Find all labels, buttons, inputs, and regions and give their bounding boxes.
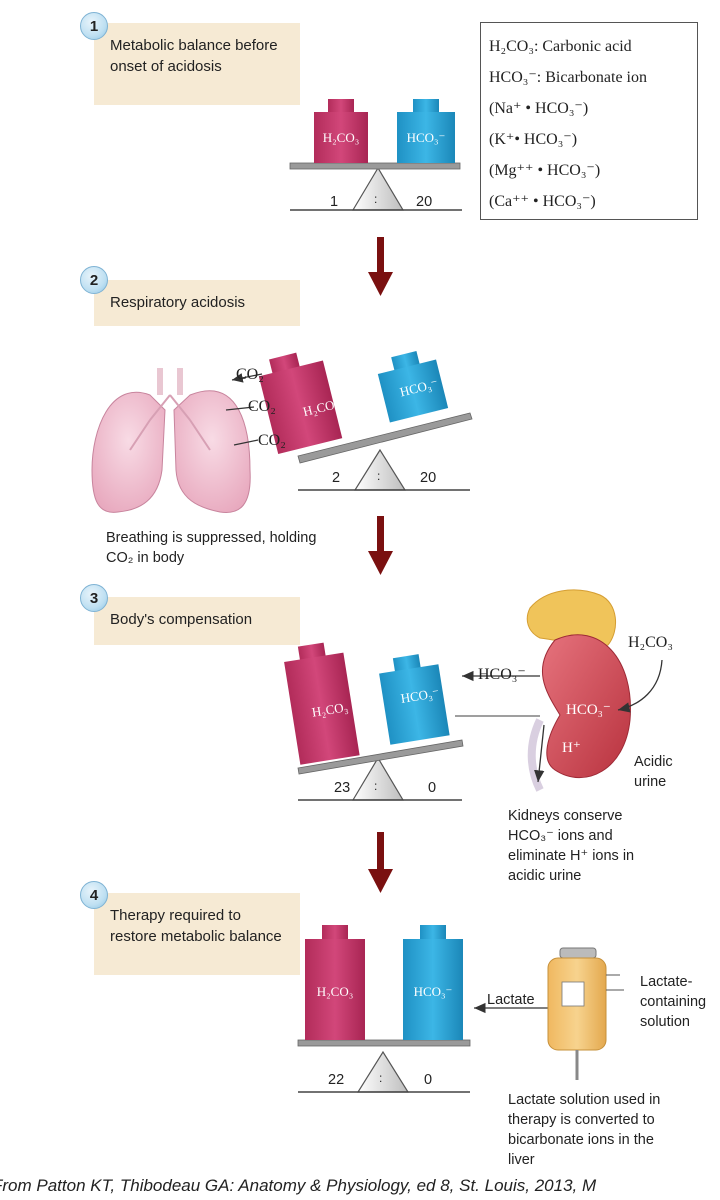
hco3-out-label: HCO₃⁻ bbox=[478, 666, 526, 683]
lactate-label: Lactate bbox=[487, 992, 535, 1008]
beam bbox=[297, 1039, 471, 1047]
therapy-caption: Lactate solution used in therapy is conv… bbox=[508, 1092, 661, 1168]
step-4-badge: 4 bbox=[80, 881, 108, 909]
step-text: Metabolic balance before onset of acidos… bbox=[110, 37, 278, 75]
co2-label: CO₂ bbox=[258, 432, 286, 449]
step-text: Therapy required to restore metabolic ba… bbox=[110, 907, 282, 945]
weight-acid bbox=[305, 925, 365, 1040]
scale-step-3 bbox=[284, 642, 540, 801]
legend-box: H₂CO₃: Carbonic acid HCO₃⁻: Bicarbonate … bbox=[480, 22, 698, 220]
fulcrum-symbol: : bbox=[374, 779, 378, 793]
weight-acid-label: H₂CO₃ bbox=[322, 130, 360, 145]
scale-step-4 bbox=[297, 925, 551, 1093]
fulcrum bbox=[351, 756, 405, 801]
weight-acid-label: H₂CO₃ bbox=[316, 984, 354, 999]
weight-base bbox=[379, 654, 450, 745]
step-4-box: Therapy required to restore metabolic ba… bbox=[94, 893, 300, 975]
step-text: Body's compensation bbox=[110, 611, 253, 628]
weight-acid bbox=[258, 352, 343, 455]
legend-item: (Na⁺ • HCO₃⁻) bbox=[489, 100, 589, 117]
co2-label: CO₂ bbox=[248, 398, 276, 415]
weight-base bbox=[397, 99, 455, 163]
bag-label: Lactate-containing solution bbox=[640, 974, 707, 1030]
down-arrow-3 bbox=[368, 832, 393, 893]
h2co3-in-label: H₂CO₃ bbox=[628, 634, 673, 651]
scale-left-value: 1 bbox=[330, 194, 339, 210]
weight-base-label: HCO₃⁻ bbox=[406, 130, 446, 145]
scale-right-value: 0 bbox=[428, 780, 437, 796]
legend-item: (Mg⁺⁺ • HCO₃⁻) bbox=[489, 162, 601, 179]
kidney-caption: Kidneys conserve HCO₃⁻ ions and eliminat… bbox=[508, 808, 635, 884]
weight-acid bbox=[284, 642, 360, 765]
scale-step-1 bbox=[289, 99, 462, 211]
step-2-badge: 2 bbox=[80, 266, 108, 294]
step-text: Respiratory acidosis bbox=[110, 294, 246, 311]
beam bbox=[297, 412, 473, 464]
weight-acid bbox=[314, 99, 368, 163]
co2-label: CO₂ bbox=[236, 366, 264, 383]
step-3-badge: 3 bbox=[80, 584, 108, 612]
legend-item: H₂CO₃: Carbonic acid bbox=[489, 38, 632, 55]
hco3-inner-label: HCO₃⁻ bbox=[566, 702, 611, 718]
beam bbox=[297, 739, 464, 775]
scale-left-value: 22 bbox=[328, 1072, 345, 1088]
fulcrum-symbol: : bbox=[374, 192, 378, 206]
lungs-illustration bbox=[91, 368, 263, 514]
scale-left-value: 2 bbox=[332, 470, 341, 486]
fulcrum bbox=[356, 1050, 410, 1093]
step-2-box: Respiratory acidosis bbox=[94, 280, 300, 326]
step-3-box: Body's compensation bbox=[94, 597, 300, 645]
iv-bag-illustration bbox=[547, 947, 624, 1080]
urine-label: Acidic urine bbox=[634, 754, 673, 790]
kidney-illustration bbox=[526, 589, 663, 792]
fulcrum-symbol: : bbox=[377, 469, 381, 483]
down-arrow-1 bbox=[368, 237, 393, 296]
legend-item: HCO₃⁻: Bicarbonate ion bbox=[489, 69, 647, 86]
source-citation: From Patton KT, Thibodeau GA: Anatomy & … bbox=[0, 1176, 597, 1195]
legend-item: (Ca⁺⁺ • HCO₃⁻) bbox=[489, 193, 596, 210]
step-1-badge: 1 bbox=[80, 12, 108, 40]
scale-left-value: 23 bbox=[334, 780, 351, 796]
step-1-box: Metabolic balance before onset of acidos… bbox=[94, 23, 300, 105]
scale-right-value: 20 bbox=[416, 194, 433, 210]
scale-right-value: 0 bbox=[424, 1072, 433, 1088]
down-arrow-2 bbox=[368, 516, 393, 575]
weight-base-label: HCO₃⁻ bbox=[413, 984, 453, 999]
weight-base bbox=[403, 925, 463, 1040]
scale-right-value: 20 bbox=[420, 470, 437, 486]
lungs-caption: Breathing is suppressed, holding CO₂ in … bbox=[106, 530, 317, 566]
beam bbox=[289, 162, 461, 170]
weight-base bbox=[377, 350, 449, 423]
legend-item: (K⁺• HCO₃⁻) bbox=[489, 131, 578, 148]
scale-step-2 bbox=[258, 350, 473, 491]
h-ion-label: H⁺ bbox=[562, 740, 581, 756]
fulcrum bbox=[351, 166, 405, 211]
fulcrum-symbol: : bbox=[379, 1071, 383, 1085]
